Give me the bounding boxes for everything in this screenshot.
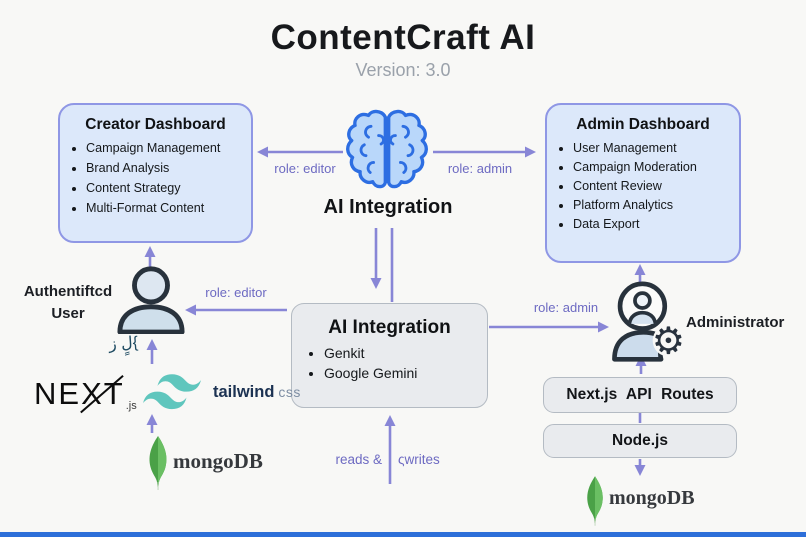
nextjs-logo: NEXT.js xyxy=(34,376,137,412)
mongodb-leaf-icon-right xyxy=(587,476,603,526)
writes-label: ςwrites xyxy=(398,452,440,467)
role-editor-mid-label: role: editor xyxy=(205,285,267,300)
mongodb-leaf-icon xyxy=(149,436,167,490)
gear-icon: ⚙ xyxy=(652,319,685,363)
user-label-line1: Authentiftcd xyxy=(23,283,113,300)
mongodb-wordmark-right: mongoDB xyxy=(609,487,695,509)
user-icon xyxy=(117,266,185,334)
creator-dashboard-title: Creator Dashboard xyxy=(85,116,226,133)
ai-integration-box: AI Integration Genkit Google Gemini xyxy=(291,303,488,408)
list-item: Brand Analysis xyxy=(86,161,251,175)
nextjs-api-routes-box: Next.js API Routes xyxy=(543,377,737,413)
gear-halo xyxy=(652,324,685,357)
admin-dashboard-list: User Management Campaign Moderation Cont… xyxy=(551,141,739,231)
administrator-icon: ⚙ xyxy=(612,281,685,363)
page-title: ContentCraft AI xyxy=(270,18,536,57)
nextjs-js-suffix: .js xyxy=(125,400,137,412)
role-admin-top-label: role: admin xyxy=(447,161,513,176)
version-label: Version: 3.0 xyxy=(355,60,451,80)
list-item: Google Gemini xyxy=(324,365,487,381)
nextjs-wordmark: NEXT xyxy=(34,376,125,411)
admin-dashboard-title: Admin Dashboard xyxy=(576,116,710,133)
ai-integration-title: AI Integration xyxy=(328,317,451,338)
user-scribble-text: }لٍ ز xyxy=(108,334,139,354)
list-item: Campaign Management xyxy=(86,141,251,155)
mongodb-wordmark-left: mongoDB xyxy=(173,449,263,473)
list-item: Campaign Moderation xyxy=(573,160,739,174)
list-item: Content Review xyxy=(573,179,739,193)
role-editor-top-label: role: editor xyxy=(274,161,336,176)
ai-hub-label: AI Integration xyxy=(323,196,453,218)
list-item: Platform Analytics xyxy=(573,198,739,212)
user-label: Authentiftcd User xyxy=(8,281,128,325)
nodejs-box: Node.js xyxy=(543,424,737,458)
list-item: Multi-Format Content xyxy=(86,201,251,215)
creator-dashboard-list: Campaign Management Brand Analysis Conte… xyxy=(64,141,251,215)
tailwind-icon xyxy=(143,374,201,410)
tailwind-word: tailwind xyxy=(213,383,275,401)
brain-icon xyxy=(346,109,428,189)
list-item: Data Export xyxy=(573,217,739,231)
list-item: User Management xyxy=(573,141,739,155)
reads-label: reads & xyxy=(335,452,382,467)
role-admin-mid-label: role: admin xyxy=(533,300,599,315)
creator-dashboard-box: Creator Dashboard Campaign Management Br… xyxy=(58,103,253,243)
administrator-label: Administrator xyxy=(686,314,785,331)
list-item: Content Strategy xyxy=(86,181,251,195)
admin-dashboard-box: Admin Dashboard User Management Campaign… xyxy=(545,103,741,263)
bottom-edge-bar xyxy=(0,532,806,537)
ai-integration-list: Genkit Google Gemini xyxy=(300,345,487,381)
tailwind-css-suffix: css xyxy=(278,384,301,400)
list-item: Genkit xyxy=(324,345,487,361)
user-label-line2: User xyxy=(51,304,85,322)
